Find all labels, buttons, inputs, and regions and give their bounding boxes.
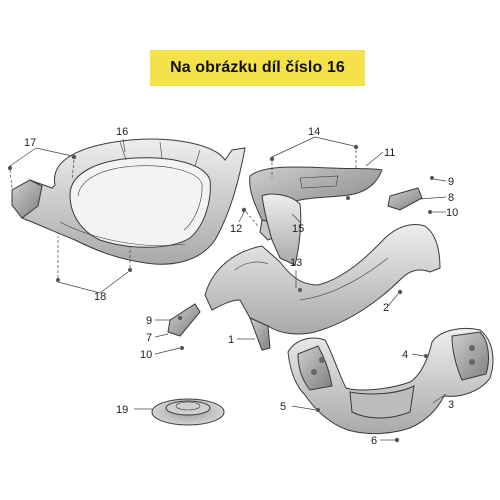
part-3-lower-cover [287, 328, 494, 435]
callout-4: 4 [402, 349, 408, 361]
callout-6: 6 [371, 435, 377, 447]
part-19-cap [151, 398, 225, 426]
banner-text: Na obrázku díl číslo 16 [170, 59, 345, 76]
leader-lines [9, 136, 447, 441]
part-15-support [261, 193, 302, 266]
callout-3: 3 [448, 399, 454, 411]
callout-19: 19 [116, 404, 128, 416]
callout-8: 8 [448, 192, 454, 204]
callout-17: 17 [24, 137, 36, 149]
callout-18: 18 [94, 291, 106, 303]
part-8-cover [387, 187, 423, 211]
callout-9-left: 9 [146, 315, 152, 327]
part-7-cover [167, 303, 201, 337]
screws [7, 144, 434, 443]
callout-12: 12 [230, 223, 242, 235]
title-banner: Na obrázku díl číslo 16 [150, 50, 365, 86]
callout-labels: 17 16 14 11 15 12 9 8 10 13 2 1 9 7 10 4… [24, 126, 458, 447]
callout-5: 5 [280, 401, 286, 413]
part-1-front-cover [204, 224, 441, 351]
callout-1: 1 [228, 334, 234, 346]
callout-11: 11 [384, 147, 395, 159]
callout-15: 15 [292, 223, 304, 235]
callout-7: 7 [146, 332, 152, 344]
callout-13: 13 [290, 257, 302, 269]
callout-9-right: 9 [448, 176, 454, 188]
callout-2: 2 [383, 302, 389, 314]
callout-10-left: 10 [140, 349, 152, 361]
callout-14: 14 [308, 126, 320, 138]
callout-16: 16 [116, 126, 128, 138]
part-16-ring [11, 138, 246, 265]
callout-10-right: 10 [446, 207, 458, 219]
